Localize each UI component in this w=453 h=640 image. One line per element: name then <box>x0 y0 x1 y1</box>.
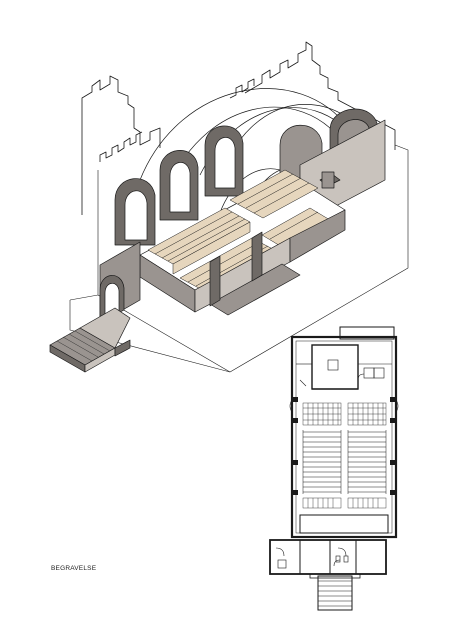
entrance-stair <box>49 307 131 373</box>
floor-plan <box>269 326 399 611</box>
plan-pews-right <box>347 430 387 494</box>
pillar-1 <box>209 255 221 307</box>
crenel-row <box>99 131 143 162</box>
plan-narthex <box>299 514 389 534</box>
back-parapet <box>244 41 396 150</box>
plan-altar <box>327 359 339 371</box>
drawing-caption: BEGRAVELSE <box>51 565 97 572</box>
plan-chairs-front <box>302 402 387 426</box>
plan-choir <box>311 344 359 390</box>
arched-window-2 <box>159 150 199 221</box>
ground-outline-left <box>69 170 99 301</box>
plan-pillars <box>293 397 395 495</box>
arched-window-3 <box>204 125 244 197</box>
crenel-row-2 <box>229 78 255 99</box>
cut-wall-right <box>289 209 346 263</box>
arched-window-1 <box>114 178 156 246</box>
pulpit-box <box>321 171 335 189</box>
plan-entrance-stairs <box>309 573 361 611</box>
pillar-2 <box>251 231 263 282</box>
ground-outline <box>69 144 409 373</box>
plan-annex <box>339 326 395 340</box>
plan-pews-left <box>302 430 342 494</box>
plan-entrance-block <box>269 539 387 575</box>
pews-front-left <box>147 207 251 275</box>
left-parapet <box>81 75 161 215</box>
isometric-cutaway-view <box>49 41 409 373</box>
pews-right <box>229 169 331 248</box>
plan-rear-seats <box>302 497 387 509</box>
plan-outer-wall <box>290 335 398 539</box>
